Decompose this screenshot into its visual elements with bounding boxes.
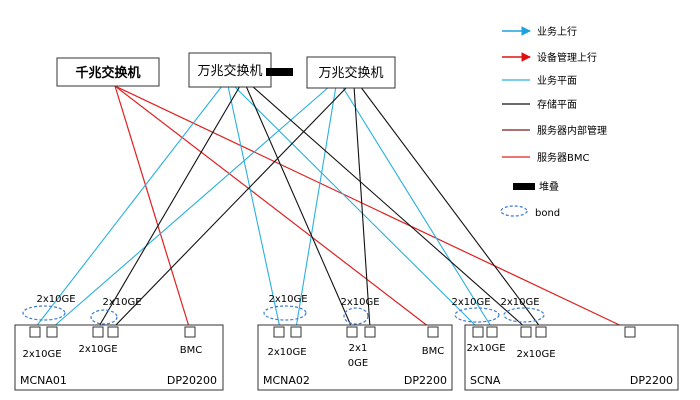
- server-model: DP2200: [630, 374, 673, 387]
- port: [92, 326, 104, 338]
- port-label: 2x10GE: [466, 343, 505, 354]
- port-label: 2x10GE: [78, 344, 117, 355]
- link-sw1-mcna01-stor: [97, 85, 241, 329]
- server-model: DP2200: [404, 374, 447, 387]
- server-name: MCNA02: [263, 374, 310, 387]
- port: [472, 326, 484, 338]
- server-scna: 2x10GE 2x10GE SCNA DP2200: [464, 324, 679, 391]
- bond-ellipse: [343, 307, 369, 325]
- bond-label: 2x10GE: [268, 294, 307, 305]
- bond-label: 2x10GE: [451, 297, 490, 308]
- port-label: 2x10GE: [267, 347, 306, 358]
- link-sw2-mcna02-stor: [353, 85, 371, 329]
- bond-label: 2x10GE: [102, 297, 141, 308]
- port: [46, 326, 58, 338]
- link-sw1-mcna02-biz: [227, 85, 281, 329]
- port-label: 0GE: [348, 358, 368, 369]
- bmc-port: [184, 326, 196, 338]
- port: [273, 326, 285, 338]
- legend-bond: bond: [535, 208, 560, 219]
- gigabit-switch-label: 千兆交换机: [75, 65, 140, 81]
- bond-ellipse: [90, 309, 118, 325]
- port: [290, 326, 302, 338]
- port: [107, 326, 119, 338]
- legend-business-uplink: 业务上行: [537, 25, 577, 38]
- bond-ellipse: [503, 307, 545, 323]
- server-name: SCNA: [470, 374, 501, 387]
- link-gigabit-scna-bmc: [114, 85, 631, 331]
- bond-label: 2x10GE: [500, 297, 539, 308]
- legend-storage-plane: 存储平面: [537, 98, 577, 111]
- link-sw2-mcna01-stor: [112, 85, 349, 329]
- bond-ellipse: [263, 305, 307, 321]
- connection-lines: [34, 85, 631, 331]
- port: [535, 326, 547, 338]
- bmc-label: BMC: [180, 345, 202, 356]
- legend-internal-mgmt: 服务器内部管理: [537, 124, 607, 137]
- tengig-switch-2: 万兆交换机: [306, 56, 396, 89]
- bond-ellipse: [22, 305, 66, 321]
- port-label: 2x1: [349, 343, 368, 354]
- link-sw1-mcna02-stor: [245, 85, 353, 329]
- port-label: 2x10GE: [22, 349, 61, 360]
- tengig-switch-1: 万兆交换机: [188, 52, 272, 88]
- bond-label: 2x10GE: [36, 294, 75, 305]
- bond-ellipse: [454, 307, 500, 323]
- server-mcna02: 2x10GE 2x1 0GE BMC MCNA02 DP2200: [257, 324, 453, 391]
- server-mcna01: 2x10GE 2x10GE BMC MCNA01 DP20200: [14, 324, 224, 391]
- server-name: MCNA01: [20, 374, 67, 387]
- gigabit-switch: 千兆交换机: [56, 57, 160, 87]
- legend-stack: 堆叠: [539, 181, 559, 193]
- port: [346, 326, 358, 338]
- stack-link-icon: [266, 68, 293, 76]
- legend-mgmt-uplink: 设备管理上行: [537, 51, 597, 64]
- port: [29, 326, 41, 338]
- link-sw2-scna-stor: [359, 85, 542, 329]
- link-sw2-scna-biz: [341, 85, 493, 329]
- bonds: [22, 305, 545, 325]
- legend: 业务上行 设备管理上行 业务平面 存储平面 服务器内部管理 服务器BMC 堆叠 …: [500, 25, 607, 219]
- legend-business-plane: 业务平面: [537, 74, 577, 87]
- link-gigabit-mcna01-bmc: [114, 85, 191, 331]
- port: [364, 326, 376, 338]
- port: [520, 326, 532, 338]
- legend-bmc: 服务器BMC: [537, 151, 589, 164]
- port-label: 2x10GE: [516, 349, 555, 360]
- tengig-switch-2-label: 万兆交换机: [318, 65, 383, 81]
- link-sw1-mcna01-biz: [34, 85, 223, 329]
- bond-label: 2x10GE: [340, 297, 379, 308]
- link-sw1-scna-stor: [251, 85, 527, 329]
- server-model: DP20200: [167, 374, 217, 387]
- legend-swatch-bond: [500, 205, 528, 217]
- tengig-switch-1-label: 万兆交换机: [197, 63, 262, 79]
- bmc-port: [427, 326, 439, 338]
- bmc-port: [624, 326, 636, 338]
- legend-swatch-stack: [513, 183, 535, 190]
- bmc-label: BMC: [422, 346, 444, 357]
- link-gigabit-mcna02-bmc: [114, 85, 434, 331]
- link-sw2-mcna01-biz: [51, 85, 331, 329]
- port: [486, 326, 498, 338]
- link-sw2-mcna02-biz: [295, 85, 337, 329]
- link-sw1-scna-biz: [233, 85, 479, 329]
